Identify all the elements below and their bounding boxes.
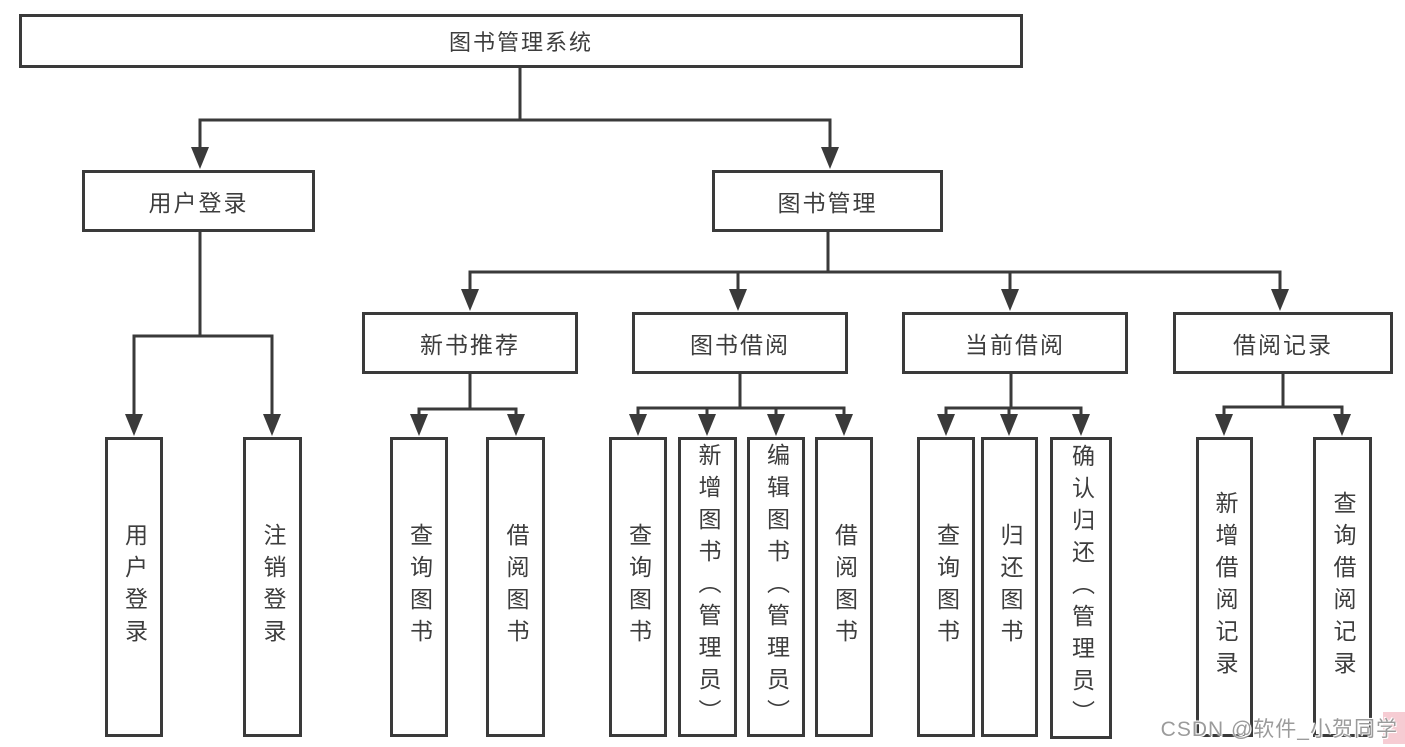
leaf-query-borrow-record: 查询借阅记录 [1313,437,1372,737]
watermark-highlight [1383,712,1405,744]
leaf-logout: 注销登录 [243,437,302,737]
leaf-edit-books-admin: 编辑图书（管理员） [747,437,805,737]
node-user-login: 用户登录 [82,170,315,232]
leaf-borrow-books-recommend: 借阅图书 [486,437,545,737]
leaf-borrow-books: 借阅图书 [815,437,873,737]
node-book-management: 图书管理 [712,170,943,232]
leaf-return-books: 归还图书 [981,437,1038,737]
node-borrow-records: 借阅记录 [1173,312,1393,374]
leaf-add-borrow-record: 新增借阅记录 [1196,437,1253,737]
node-book-borrow: 图书借阅 [632,312,848,374]
node-library-system: 图书管理系统 [19,14,1023,68]
leaf-query-books-borrow: 查询图书 [609,437,667,737]
leaf-query-books-current: 查询图书 [917,437,975,737]
watermark: CSDN @软件_小贺同学 [1160,718,1398,741]
leaf-query-books-recommend: 查询图书 [390,437,448,737]
node-new-book-recommend: 新书推荐 [362,312,578,374]
node-current-borrow: 当前借阅 [902,312,1128,374]
leaf-add-books-admin: 新增图书（管理员） [678,437,737,737]
leaf-user-login: 用户登录 [105,437,163,737]
leaf-confirm-return-admin: 确认归还（管理员） [1050,437,1112,739]
